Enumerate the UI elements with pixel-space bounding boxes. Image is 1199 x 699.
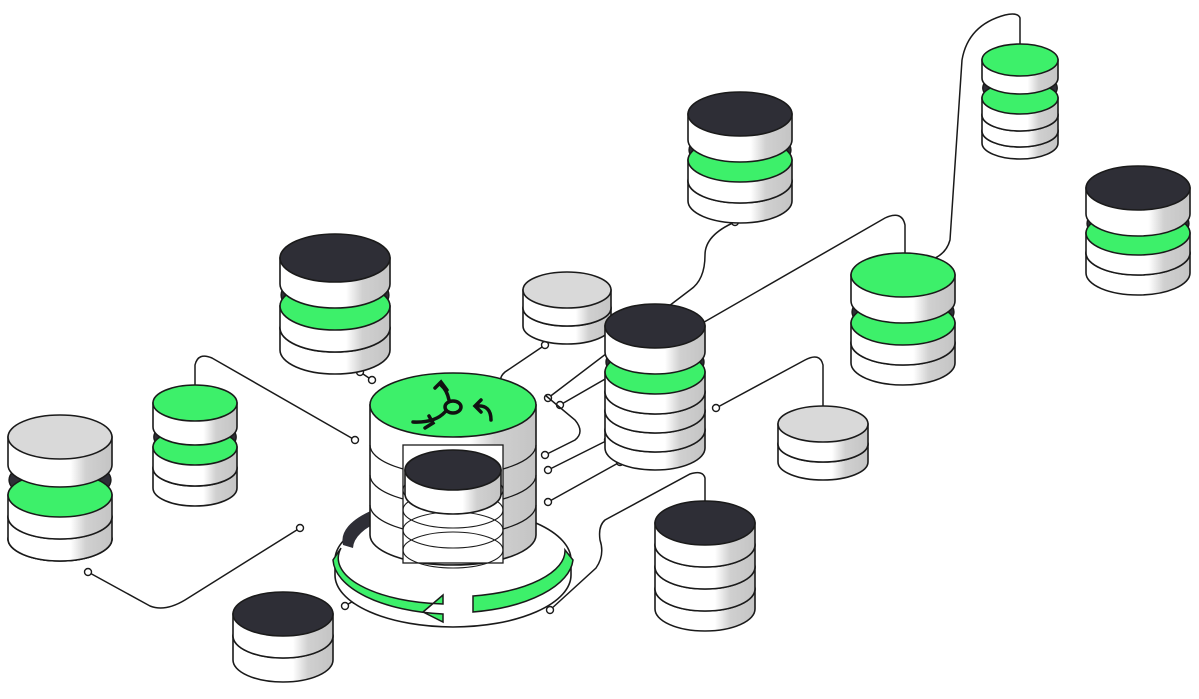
connector-node-icon (83, 567, 93, 577)
disk-top (232, 591, 334, 637)
connector-node-icon (350, 435, 360, 445)
connector-node-icon (545, 605, 555, 615)
connection-line (929, 13, 1021, 261)
connector-node-icon (295, 523, 305, 533)
connection-line (547, 461, 621, 503)
disk-top (850, 252, 956, 298)
disk-top (404, 449, 502, 491)
connector-node-icon (367, 375, 377, 385)
disk-top (279, 233, 391, 283)
sync-arrow-right (475, 404, 493, 422)
sync-center (443, 399, 463, 415)
central-sync-hub (332, 372, 574, 628)
sync-arrows-icon (411, 379, 493, 430)
disk-top (777, 405, 869, 443)
rotation-ring-side (334, 560, 572, 628)
hub-coil (402, 531, 504, 569)
database-stack-icon (654, 500, 756, 632)
connection-line (87, 527, 301, 609)
database-stack-icon (1085, 165, 1191, 296)
hub-top (369, 372, 537, 438)
disk-top (687, 91, 793, 137)
database-stack-icon (687, 91, 793, 224)
connector-node-icon (540, 450, 550, 460)
rotation-arrow-icon (472, 547, 574, 613)
connection-line (715, 356, 824, 416)
connection-line (547, 221, 736, 399)
connection-line (559, 214, 906, 406)
database-stack-icon (152, 384, 238, 507)
sync-arrowhead (472, 398, 483, 414)
connector-node-icon (543, 497, 553, 507)
database-stack-icon (232, 591, 334, 683)
connection-line (549, 471, 706, 611)
database-stack-icon (7, 414, 113, 562)
sync-arrowhead (433, 379, 449, 392)
connector-node-icon (543, 465, 553, 475)
disk-top (7, 414, 113, 460)
disk-top (981, 43, 1059, 77)
disk-top (1085, 165, 1191, 211)
database-stack-icon (981, 43, 1059, 160)
database-stack-icon (522, 271, 612, 345)
connection-line (499, 344, 546, 386)
connector-node-icon (711, 403, 721, 413)
connection-line (547, 439, 609, 471)
connection-line (544, 394, 581, 456)
disk-top (522, 271, 612, 309)
database-stack-icon (777, 405, 869, 481)
rotation-arrow-icon (332, 547, 444, 624)
sync-arrowhead (423, 414, 436, 430)
disk-top (604, 303, 706, 349)
database-stack-icon (279, 233, 391, 375)
disk-top (152, 384, 238, 422)
connection-line (194, 355, 356, 441)
disk-top (654, 500, 756, 546)
database-stack-icon (850, 252, 956, 386)
connector-node-icon (340, 601, 350, 611)
database-stacks (7, 43, 1191, 683)
database-stack-icon (604, 303, 706, 471)
